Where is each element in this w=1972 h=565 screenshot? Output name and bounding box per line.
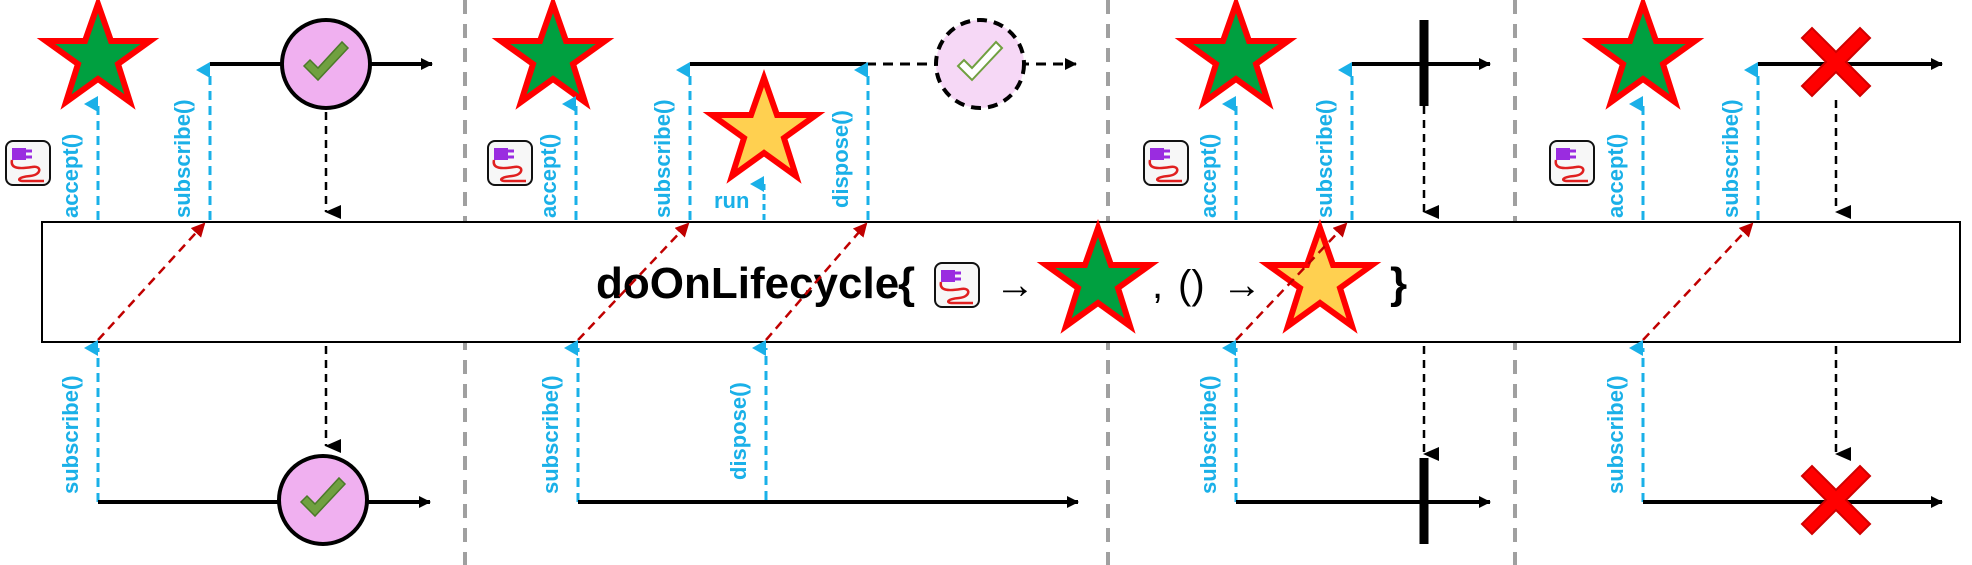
operator-parens: () [1178, 263, 1205, 307]
star-green-icon [1591, 4, 1695, 102]
operator-close-brace: } [1390, 259, 1407, 308]
subscribe-label: subscribe() [538, 375, 563, 494]
operator-arrow-1: → [995, 263, 1035, 307]
operator-box: doOnLifecycle { → , () → } [41, 221, 1961, 343]
operator-name: doOnLifecycle [596, 259, 899, 308]
mapping-arrow [1235, 222, 1348, 341]
section-dispose: accept() subscribe() run dispose() subsc… [486, 4, 1079, 508]
mapping-arrow [1642, 222, 1754, 341]
operator-arrow-2: → [1222, 263, 1262, 307]
operator-separator: , [1152, 263, 1163, 307]
star-green-icon [501, 4, 605, 102]
subscribe-label: subscribe() [1312, 99, 1337, 218]
section-terminate: accept() subscribe() subscribe() [1142, 4, 1491, 544]
subscribe-label: subscribe() [58, 375, 83, 494]
plug-icon [4, 139, 52, 187]
mapping-arrow [577, 222, 690, 341]
accept-label: accept() [536, 134, 561, 218]
mapping-arrow [97, 222, 206, 341]
accept-label: accept() [1196, 134, 1221, 218]
accept-label: accept() [1603, 134, 1628, 218]
checkmark-circle-icon [280, 18, 372, 110]
star-green-icon [46, 4, 150, 102]
section-error: accept() subscribe() subscribe() [1548, 4, 1943, 535]
checkmark-circle-icon [277, 454, 369, 546]
dispose-label: dispose() [828, 110, 853, 208]
subscribe-label: subscribe() [1603, 375, 1628, 494]
plug-icon [933, 261, 981, 309]
operator-open-brace: { [898, 259, 915, 308]
section-complete: accept() subscribe() subscribe() [4, 4, 433, 546]
subscribe-label: subscribe() [1196, 375, 1221, 494]
dispose-label: dispose() [726, 382, 751, 480]
mapping-arrow [765, 222, 868, 341]
star-yellow-icon [712, 78, 816, 176]
subscribe-label: subscribe() [650, 99, 675, 218]
accept-label: accept() [58, 134, 83, 218]
subscribe-label: subscribe() [170, 99, 195, 218]
dashed-checkmark-circle-icon [934, 18, 1026, 110]
star-green-icon [1184, 4, 1288, 102]
plug-icon [1548, 139, 1596, 187]
run-label: run [714, 188, 749, 213]
plug-icon [486, 139, 534, 187]
plug-icon [1142, 139, 1190, 187]
subscribe-label: subscribe() [1718, 99, 1743, 218]
